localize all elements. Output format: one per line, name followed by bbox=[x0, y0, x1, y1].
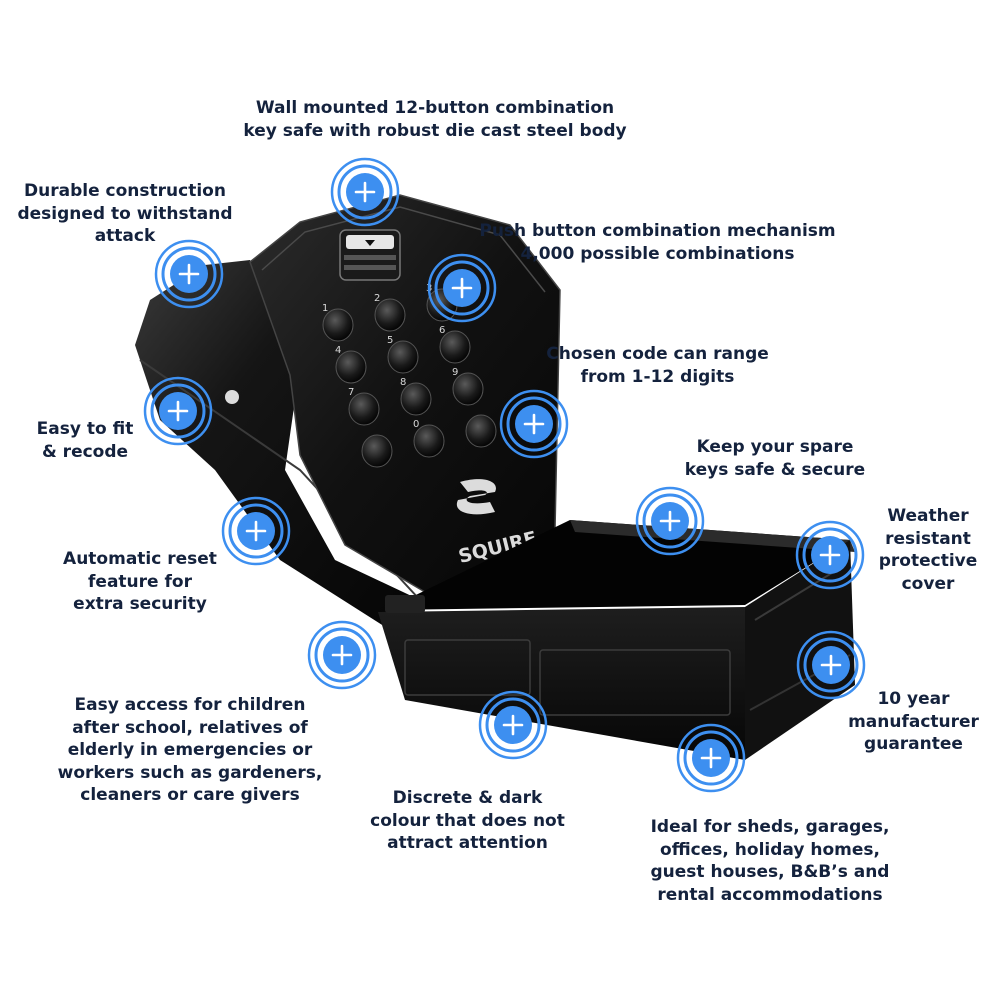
hotspot-plus-icon-discrete[interactable] bbox=[477, 689, 549, 761]
hotspot-plus-icon-warranty[interactable] bbox=[795, 629, 867, 701]
hotspot-plus-icon-weather[interactable] bbox=[794, 519, 866, 591]
hotspot-plus-icon-ideal[interactable] bbox=[675, 722, 747, 794]
feature-spare-keys: Keep your spare keys safe & secure bbox=[684, 437, 866, 480]
keypad-button bbox=[374, 298, 406, 332]
hotspot-plus-icon-durable[interactable] bbox=[153, 238, 225, 310]
hotspot-plus-icon-chosen[interactable] bbox=[498, 388, 570, 460]
keypad-button bbox=[439, 330, 471, 364]
keypad-button bbox=[335, 350, 367, 384]
keypad-button bbox=[452, 372, 484, 406]
hotspot-plus-icon-spare[interactable] bbox=[634, 485, 706, 557]
feature-automatic-reset: Automatic reset feature for extra securi… bbox=[63, 549, 217, 614]
hotspot-plus-icon-fit[interactable] bbox=[142, 375, 214, 447]
keypad-digit-label: 2 bbox=[374, 293, 380, 304]
keypad-digit-label: 5 bbox=[387, 335, 393, 346]
feature-push-button: Push button combination mechanism 4,000 … bbox=[479, 221, 836, 264]
keypad-digit-label: 0 bbox=[413, 419, 419, 430]
feature-wall-mounted: Wall mounted 12-button combination key s… bbox=[243, 98, 627, 141]
keypad-digit-label: 7 bbox=[348, 387, 354, 398]
keypad-digit-label: 4 bbox=[335, 345, 341, 356]
keypad-digit-label: 1 bbox=[322, 303, 328, 314]
keypad-button bbox=[361, 434, 393, 468]
keypad-button bbox=[413, 424, 445, 458]
keypad-button bbox=[400, 382, 432, 416]
hotspot-plus-icon-wall[interactable] bbox=[329, 156, 401, 228]
keypad-button bbox=[348, 392, 380, 426]
feature-durable-construction: Durable construction designed to withsta… bbox=[17, 181, 233, 246]
keypad-button bbox=[465, 414, 497, 448]
keypad-button bbox=[322, 308, 354, 342]
hotspot-plus-icon-push[interactable] bbox=[426, 252, 498, 324]
keypad-digit-label: 8 bbox=[400, 377, 406, 388]
feature-easy-fit: Easy to fit & recode bbox=[36, 419, 134, 462]
feature-ideal-for: Ideal for sheds, garages, offices, holid… bbox=[650, 817, 890, 905]
hotspot-plus-icon-reset[interactable] bbox=[220, 495, 292, 567]
feature-easy-access: Easy access for children after school, r… bbox=[57, 695, 323, 805]
feature-weather-resistant: Weather resistant protective cover bbox=[878, 506, 978, 594]
hotspot-plus-icon-access[interactable] bbox=[306, 619, 378, 691]
tray bbox=[378, 520, 855, 760]
feature-warranty: 10 year manufacturer guarantee bbox=[848, 689, 979, 754]
keypad-digit-label: 6 bbox=[439, 325, 445, 336]
keypad-button bbox=[387, 340, 419, 374]
keypad-digit-label: 9 bbox=[452, 367, 458, 378]
feature-chosen-code: Chosen code can range from 1-12 digits bbox=[546, 344, 769, 387]
feature-discrete-colour: Discrete & dark colour that does not att… bbox=[370, 788, 565, 853]
